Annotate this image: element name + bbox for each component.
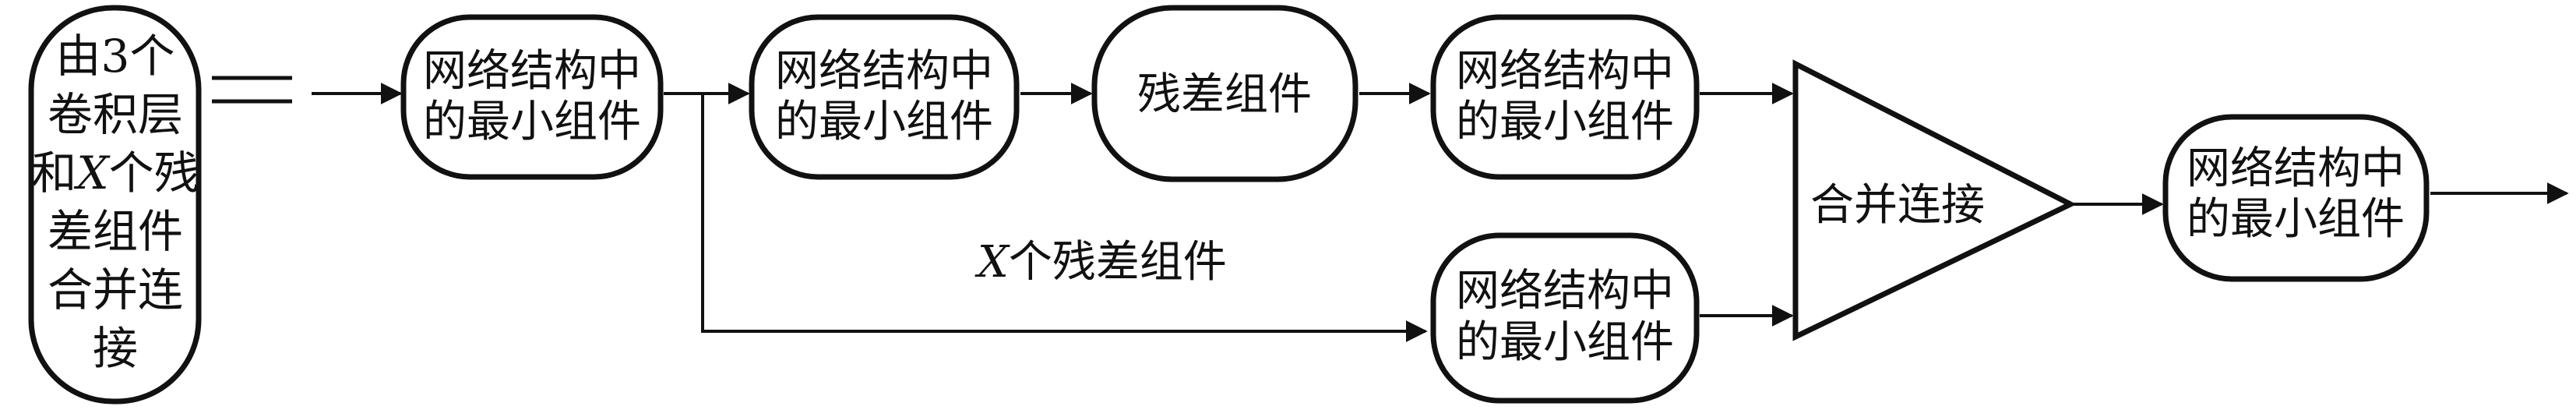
input-node: 由3个 卷积层 和X个残 差组件 合并连 接 bbox=[28, 5, 202, 405]
min-component-node-1-shape bbox=[400, 14, 664, 180]
min-component-node-2: 网络结构中 的最小组件 bbox=[749, 14, 1020, 180]
concat-node-label: 合并连接 bbox=[1810, 180, 1985, 231]
min-component-node-2-line-1: 网络结构中 bbox=[775, 46, 993, 97]
min-component-node-1-line-1: 网络结构中 bbox=[423, 46, 641, 97]
residual-count-annotation: X个残差组件 bbox=[974, 237, 1227, 288]
min-component-node-bottom-line-2: 的最小组件 bbox=[1456, 317, 1674, 368]
min-component-node-bottom-shape bbox=[1430, 232, 1700, 404]
concat-node-shape bbox=[1792, 59, 2077, 341]
min-component-node-bottom: 网络结构中 的最小组件 bbox=[1430, 232, 1700, 404]
input-node-line-5: 合并连 bbox=[48, 263, 183, 316]
residual-component-node-label: 残差组件 bbox=[1137, 69, 1312, 120]
residual-component-node: 残差组件 bbox=[1091, 5, 1358, 182]
min-component-node-output-line-1: 网络结构中 bbox=[2187, 143, 2405, 194]
min-component-node-output: 网络结构中 的最小组件 bbox=[2162, 114, 2430, 282]
concat-node: 合并连接 bbox=[1792, 59, 2077, 341]
min-component-node-3: 网络结构中 的最小组件 bbox=[1430, 14, 1700, 180]
input-node-line-4: 差组件 bbox=[48, 205, 183, 258]
min-component-node-output-line-2: 的最小组件 bbox=[2187, 194, 2405, 245]
min-component-node-1: 网络结构中 的最小组件 bbox=[400, 14, 664, 180]
min-component-node-3-line-1: 网络结构中 bbox=[1456, 46, 1674, 97]
min-component-node-output-shape bbox=[2162, 114, 2430, 282]
min-component-node-3-line-2: 的最小组件 bbox=[1456, 97, 1674, 147]
input-node-line-3: 和X个残 bbox=[31, 147, 199, 200]
min-component-node-1-line-2: 的最小组件 bbox=[423, 97, 641, 147]
input-node-line-2: 卷积层 bbox=[48, 88, 183, 141]
residual-component-node-shape bbox=[1091, 5, 1358, 182]
min-component-node-bottom-line-1: 网络结构中 bbox=[1456, 266, 1674, 316]
min-component-node-2-line-2: 的最小组件 bbox=[775, 97, 993, 147]
input-node-shape bbox=[28, 5, 202, 405]
input-node-line-1: 由3个 bbox=[56, 30, 175, 83]
equals-connector bbox=[212, 76, 292, 104]
edge-min1-to-min-bottom bbox=[701, 94, 1428, 342]
min-component-node-2-shape bbox=[749, 14, 1020, 180]
input-node-line-6: 接 bbox=[93, 322, 138, 375]
min-component-node-3-shape bbox=[1430, 14, 1700, 180]
